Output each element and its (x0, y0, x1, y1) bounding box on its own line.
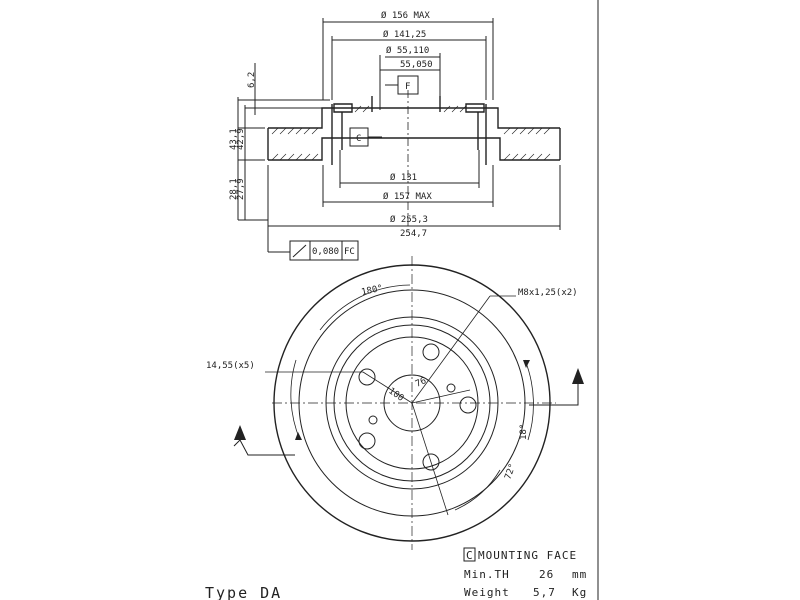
datum-f-box (397, 75, 419, 95)
height-dimension-lines (237, 63, 330, 221)
runout-arrow-icon (292, 244, 307, 258)
dim-height-max: 43,1 (229, 128, 239, 150)
front-view (233, 256, 579, 550)
dim-outer-hat-max: Ø 156 MAX (381, 10, 430, 21)
mounting-face-symbol: C (466, 549, 474, 562)
min-th-unit: mm (572, 568, 587, 581)
tolerance-value: 0,080 (312, 247, 339, 257)
angle-arrow-icon (295, 432, 302, 440)
dim-disc-min: 254,7 (400, 229, 427, 239)
thread-spec: M8x1,25(x2) (518, 288, 578, 298)
dim-offset-min: 27,9 (236, 178, 246, 200)
threaded-hole (368, 415, 378, 425)
angle-72: 72° (503, 462, 518, 481)
arrow-head-right-icon (572, 368, 584, 384)
type-label: Type DA (205, 584, 282, 600)
dim-hat-157: Ø 157 MAX (383, 191, 432, 202)
runout-tolerance-frame (268, 240, 359, 261)
diameter-dimension-lines (267, 18, 561, 252)
rotation-arrow-left-icon (233, 439, 295, 456)
dim-bore-max: Ø 55,110 (386, 45, 429, 56)
section-hatching (271, 105, 551, 161)
mounting-face-label: MOUNTING FACE (478, 549, 577, 562)
dim-bore-min: 55,050 (400, 60, 433, 70)
pcd: 100 (386, 386, 405, 404)
bolt-hole (459, 396, 477, 414)
label-f: F (405, 82, 410, 92)
min-th-label: Min.TH (464, 568, 510, 581)
rotation-arrow-right-icon (529, 378, 579, 406)
min-th-value: 26 (539, 568, 554, 581)
hole-spec: 14,55(x5) (206, 361, 255, 371)
dim-height-min: 42,9 (236, 128, 246, 150)
bolt-hole (358, 368, 376, 386)
angle-arrow-icon (523, 360, 530, 368)
bolt-hole (358, 432, 376, 450)
section-view (237, 18, 561, 261)
weight-label: Weight (464, 586, 510, 599)
threaded-hole (446, 383, 456, 393)
angle-18: 18° (519, 424, 529, 440)
weight-value: 5,7 (533, 586, 556, 599)
tolerance-ref: FC (344, 247, 355, 257)
dim-disc-max: Ø 255,3 (390, 214, 428, 225)
dim-offset-max: 28,1 (229, 178, 239, 200)
label-c: C (356, 134, 361, 144)
dim-hat-141: Ø 141,25 (383, 29, 426, 40)
bolt-hole (422, 343, 440, 361)
disc-section-outline (267, 96, 561, 165)
arrow-head-left-icon (234, 425, 246, 440)
dim-thickness-hub: 6,2 (247, 72, 257, 88)
center-bore: 76 (414, 376, 428, 390)
bolt-hole (422, 453, 440, 471)
mounting-face-symbol-box (463, 547, 476, 562)
angle-180: 180° (361, 284, 384, 298)
dim-hat-inner: Ø 131 (390, 172, 417, 183)
weight-unit: Kg (572, 586, 587, 599)
